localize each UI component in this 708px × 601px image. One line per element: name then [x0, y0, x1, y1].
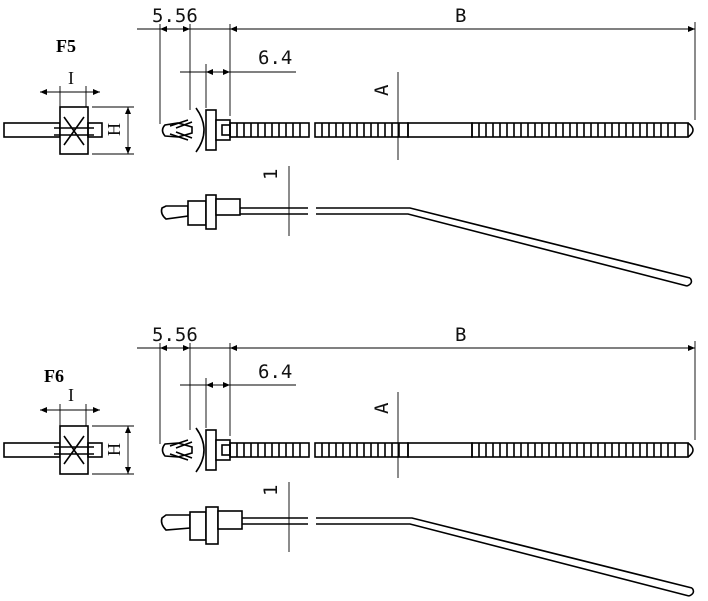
barb	[169, 119, 193, 141]
cable-tie-top-view	[161, 427, 694, 473]
side-strap-1	[242, 517, 308, 525]
mount-height-label: H	[104, 123, 124, 136]
mount-height-label: H	[104, 443, 124, 456]
head-plate	[205, 109, 217, 151]
strap-seg-3	[407, 122, 473, 138]
head-label: 6.4	[258, 47, 292, 69]
side-strap-end	[688, 587, 695, 597]
strap-tail	[687, 442, 694, 458]
figure-title: F6	[44, 366, 64, 386]
wing-left	[195, 107, 205, 153]
side-head-c	[217, 510, 243, 530]
head-label: 6.4	[258, 361, 292, 383]
mount-side-view: I H	[3, 385, 134, 475]
strap-tail	[687, 122, 694, 138]
head-block	[215, 119, 231, 141]
strap-seg-3	[407, 442, 473, 458]
side-arrow-tip	[160, 514, 191, 531]
cable-tie-side-view: 1	[160, 482, 695, 597]
mount-cross	[54, 116, 94, 146]
strap-teeth	[321, 123, 400, 137]
top-dimensions: 5.56 B 6.4 A	[137, 324, 696, 478]
side-head-b	[205, 194, 217, 230]
strap-teeth	[478, 123, 676, 137]
length-label: B	[455, 5, 466, 27]
strap-width-label: A	[371, 402, 393, 414]
figure-f5: F5 I H 5.56 B	[3, 5, 696, 287]
thickness-label: 1	[260, 169, 282, 180]
mount-width-label: I	[68, 68, 74, 88]
strap-teeth	[478, 443, 676, 457]
side-head-b	[205, 506, 219, 545]
figure-title: F5	[56, 36, 76, 56]
arrow-tip	[161, 122, 193, 138]
strap-teeth	[321, 443, 400, 457]
side-strap-2	[316, 207, 691, 287]
side-head-a	[187, 200, 207, 226]
strap-seg-1	[229, 122, 310, 138]
strap-seg-1	[229, 442, 310, 458]
strap-teeth	[236, 443, 301, 457]
side-head-c	[215, 198, 241, 216]
stub-left	[3, 122, 61, 138]
top-dimensions: 5.56 B 6.4 A	[137, 5, 696, 160]
arrow-tip	[161, 442, 193, 458]
mount-width-label: I	[68, 385, 74, 405]
thickness-label: 1	[260, 485, 282, 496]
pitch-label: 5.56	[152, 324, 198, 346]
head-plate	[205, 429, 217, 471]
strap-seg-4	[471, 122, 689, 138]
side-strap-1	[240, 207, 308, 215]
strap-teeth	[236, 123, 301, 137]
stub-left	[3, 442, 61, 458]
mount-cross	[54, 435, 94, 465]
mount-side-view: I H	[3, 68, 134, 155]
side-strap-end	[686, 277, 693, 287]
side-head-a	[189, 511, 207, 541]
head-block	[215, 439, 231, 461]
wing-left	[195, 427, 205, 473]
strap-seg-4	[471, 442, 689, 458]
stub-right	[87, 442, 103, 458]
figure-f6: F6 I H 5.56 B	[3, 324, 696, 597]
cable-tie-top-view	[161, 107, 694, 153]
pitch-label: 5.56	[152, 5, 198, 27]
side-arrow-tip	[160, 205, 189, 220]
length-label: B	[455, 324, 466, 346]
strap-width-label: A	[371, 84, 393, 96]
side-strap-2	[316, 517, 693, 597]
barb	[169, 439, 193, 461]
stub-right	[87, 122, 103, 138]
cable-tie-side-view: 1	[160, 166, 693, 287]
